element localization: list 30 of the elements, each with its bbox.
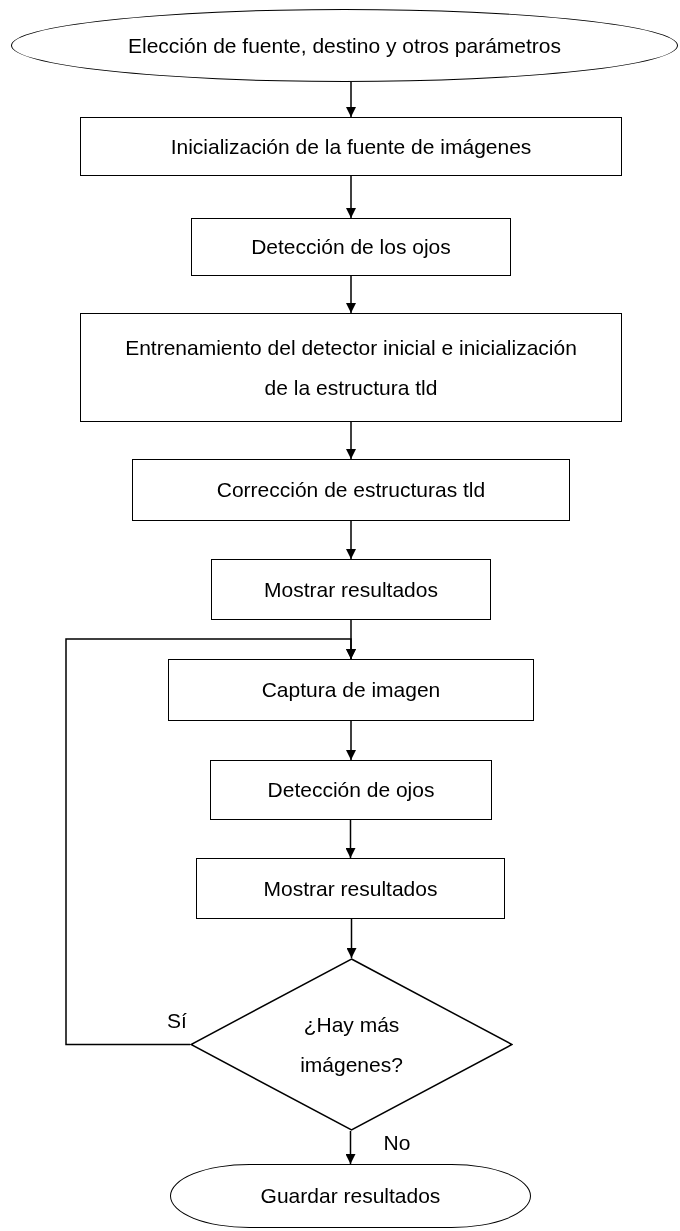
arrow — [346, 918, 357, 959]
node-text: Captura de imagen — [261, 677, 441, 704]
node-text: Mostrar resultados — [263, 875, 438, 902]
node-text: Detección de ojos — [267, 777, 435, 804]
node-text: ¿Hay más imágenes? — [299, 1011, 404, 1078]
arrow — [346, 275, 356, 314]
node-text: Corrección de estructuras tld — [216, 477, 486, 504]
arrow — [345, 819, 356, 859]
process-box — [80, 313, 622, 422]
arrow — [345, 1130, 356, 1165]
arrow — [65, 638, 356, 1046]
arrow — [346, 720, 356, 761]
arrow — [346, 175, 356, 219]
process-box — [211, 559, 491, 620]
decision-diamond — [190, 958, 513, 1131]
arrow — [346, 81, 356, 118]
node-text: Mostrar resultados — [264, 576, 438, 603]
node-text: Inicialización de la fuente de imágenes — [170, 133, 532, 160]
node-text: Guardar resultados — [260, 1183, 441, 1210]
process-box — [132, 459, 570, 521]
node-text: Elección de fuente, destino y otros parámetros — [127, 32, 562, 59]
arrow — [346, 520, 356, 560]
process-box — [210, 760, 492, 820]
node-text: Entrenamiento del detector inicial e inicialización de la estructura tld — [124, 334, 578, 401]
process-box — [168, 659, 534, 721]
arrow — [346, 421, 356, 460]
process-box — [196, 858, 505, 919]
node-text: Detección de los ojos — [251, 234, 451, 261]
process-box — [80, 117, 622, 176]
process-box — [191, 218, 511, 276]
